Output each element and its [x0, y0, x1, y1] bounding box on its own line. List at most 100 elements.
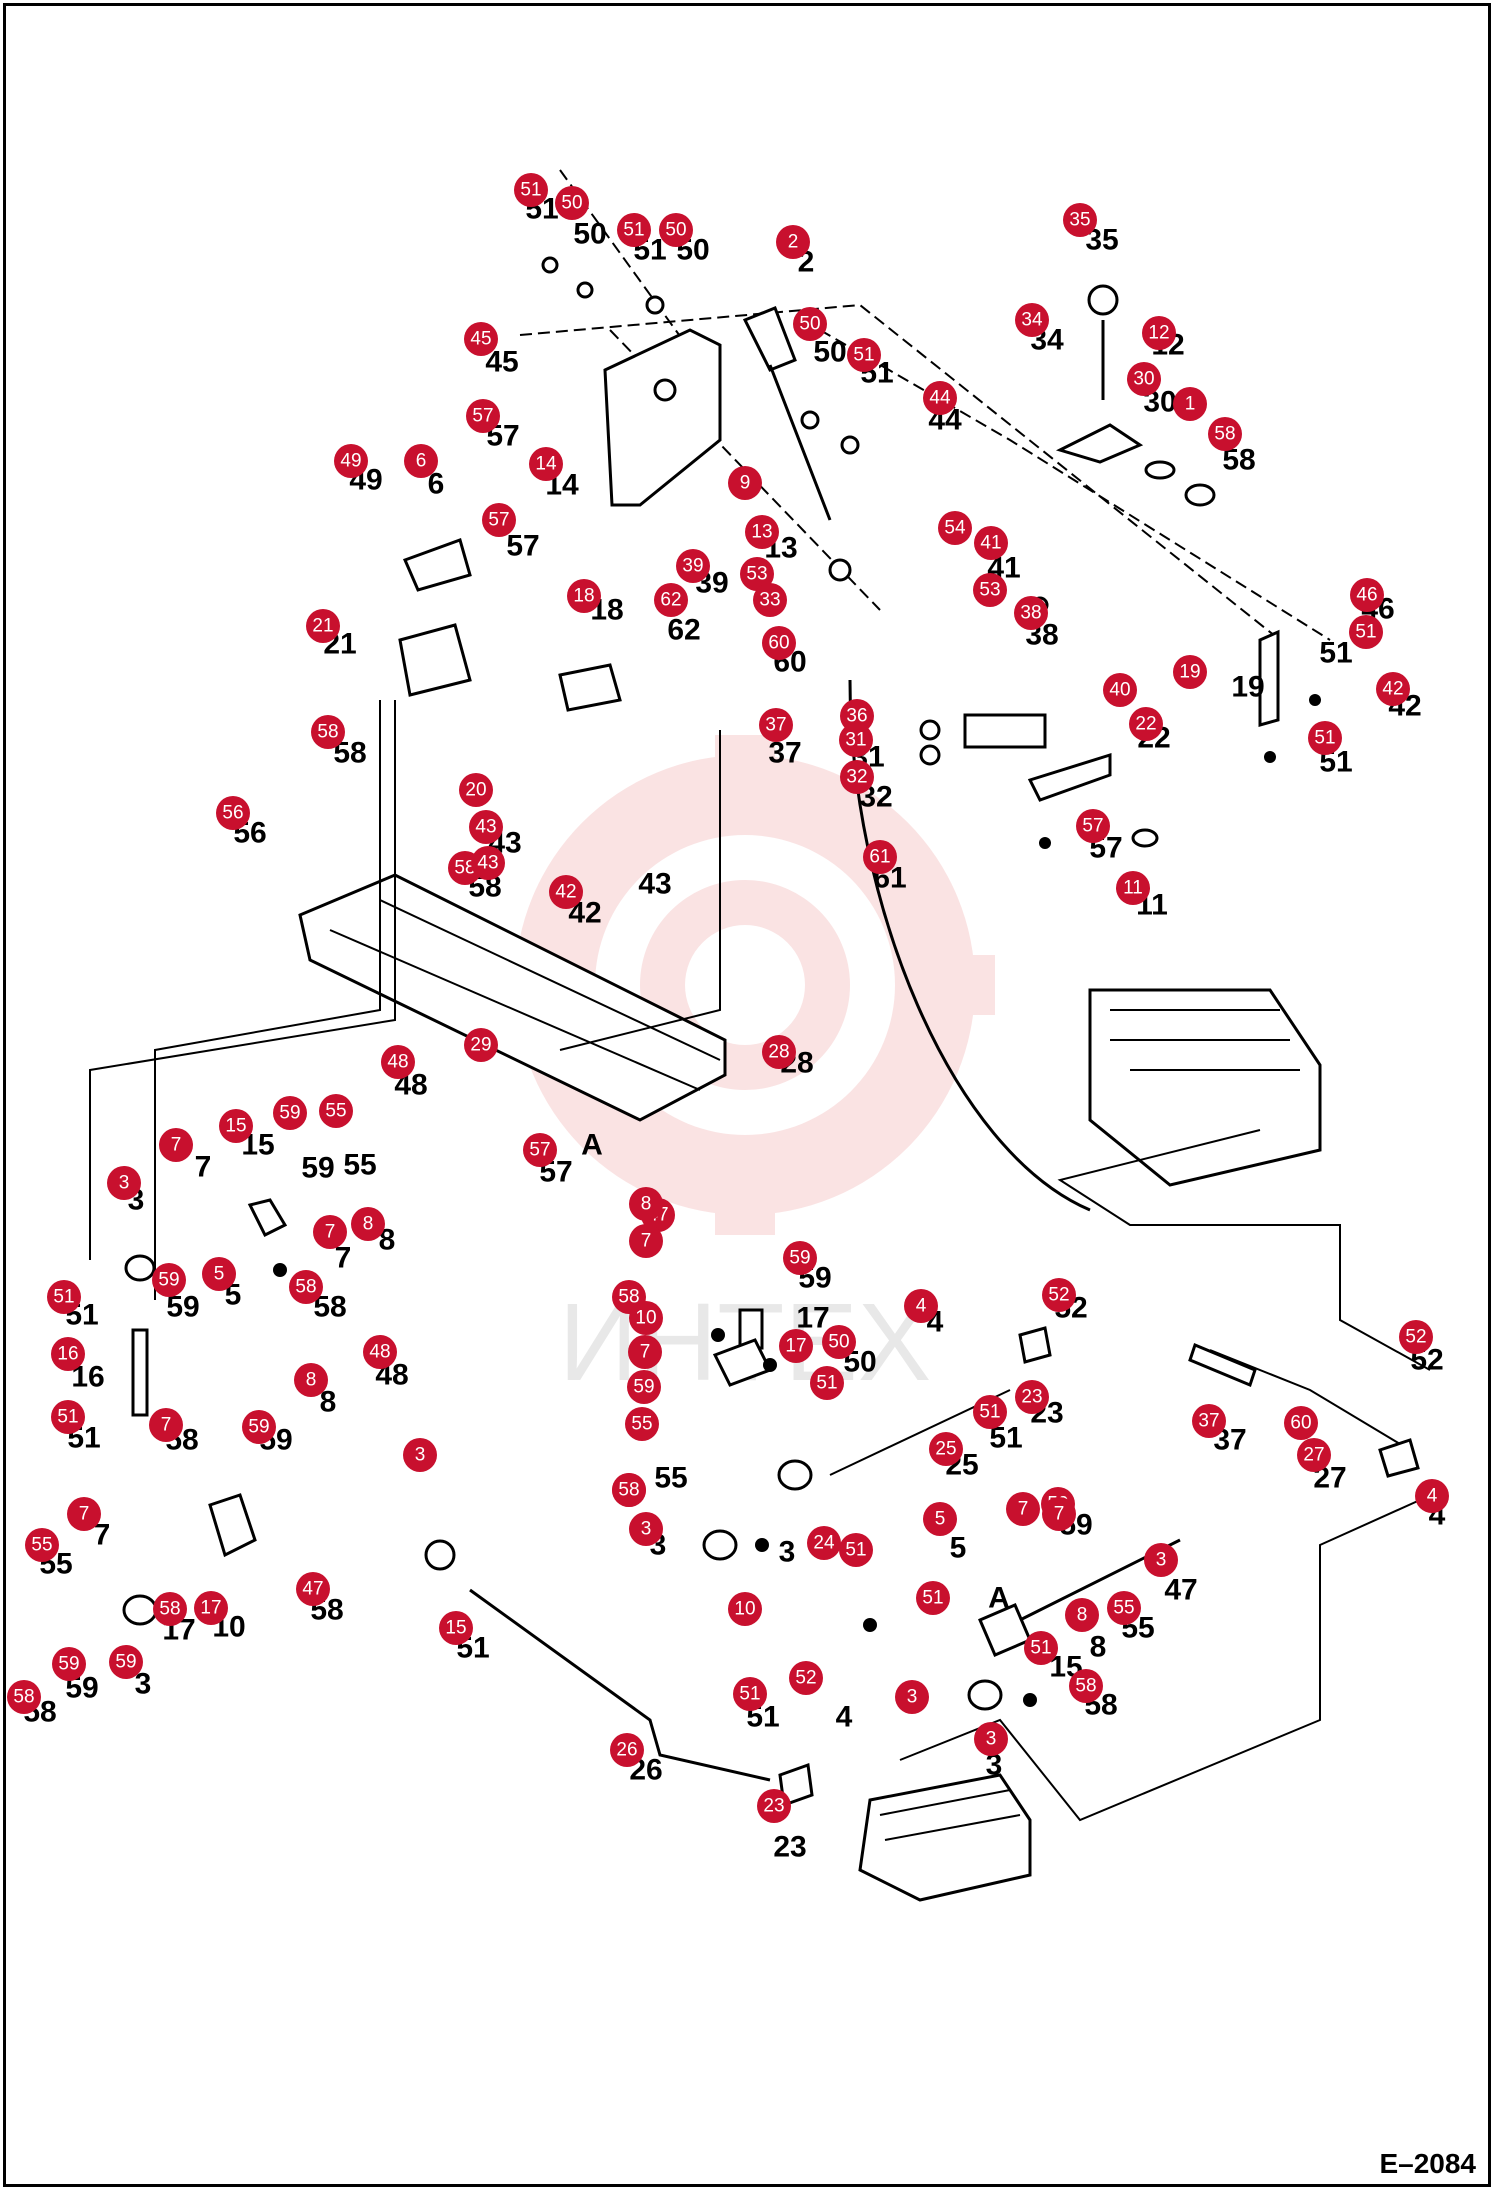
callout-number: 52 [1048, 1285, 1069, 1306]
callout-badge: 3 [895, 1680, 929, 1714]
callout-number: 31 [845, 730, 866, 751]
callout-circle [311, 715, 345, 749]
callout-circle [676, 549, 710, 583]
callout-circle [109, 1645, 143, 1679]
callout-number: 23 [1021, 1387, 1042, 1408]
callout-circle [216, 796, 250, 830]
callout-circle [839, 723, 873, 757]
callout-number: 58 [295, 1277, 316, 1298]
callout-circle [728, 466, 762, 500]
callout-number: 59 [158, 1270, 179, 1291]
callout-circle [549, 875, 583, 909]
callout-number: 17 [785, 1336, 806, 1357]
callout-badge: 51 [514, 173, 548, 207]
callout-circle [863, 840, 897, 874]
callout-circle [1042, 1497, 1076, 1531]
callout-number: 59 [248, 1417, 269, 1438]
callout-circle [847, 338, 881, 372]
callout-number: 36 [846, 706, 867, 727]
callout-circle [810, 1366, 844, 1400]
callout-badge: 39 [676, 549, 710, 583]
callout-number: 51 [816, 1373, 837, 1394]
callout-number: 15 [225, 1116, 246, 1137]
callout-badge: 31 [839, 723, 873, 757]
callout-badge: 21 [306, 609, 340, 643]
callout-number: 6 [416, 451, 427, 472]
callout-number: 51 [520, 180, 541, 201]
callout-number: 60 [768, 633, 789, 654]
callout-badge: 51 [916, 1581, 950, 1615]
callout-number: 25 [935, 1439, 956, 1460]
callout-number: 58 [618, 1480, 639, 1501]
part-label: 3 [986, 1749, 1003, 1782]
callout-number: 59 [279, 1103, 300, 1124]
callout-badge: 58 [289, 1270, 323, 1304]
callout-circle [25, 1528, 59, 1562]
callout-circle [471, 846, 505, 880]
part-label: 19 [1231, 671, 1264, 704]
callout-number: 1 [1185, 394, 1196, 415]
callout-number: 7 [79, 1504, 90, 1525]
callout-badge: 37 [759, 708, 793, 742]
callout-number: 52 [1405, 1327, 1426, 1348]
callout-badge: 28 [762, 1035, 796, 1069]
callout-badge: 3 [974, 1722, 1008, 1756]
callout-badge: 3 [107, 1166, 141, 1200]
callout-number: 20 [465, 780, 486, 801]
callout-badge: 25 [929, 1432, 963, 1466]
callout-badge: 7 [159, 1128, 193, 1162]
callout-circle [152, 1263, 186, 1297]
callout-number: 55 [325, 1101, 346, 1122]
part-label: A [581, 1129, 603, 1162]
callout-circle [1127, 362, 1161, 396]
part-label: 23 [773, 1831, 806, 1864]
callout-badge: 42 [1376, 672, 1410, 706]
callout-circle [1308, 721, 1342, 755]
callout-badge: 35 [1063, 203, 1097, 237]
callout-circle [1006, 1492, 1040, 1526]
callout-circle [807, 1526, 841, 1560]
callout-circle [351, 1207, 385, 1241]
callout-circle [839, 1533, 873, 1567]
callout-circle [194, 1591, 228, 1625]
callout-number: 43 [475, 817, 496, 838]
callout-number: 53 [746, 564, 767, 585]
callout-number: 57 [1082, 816, 1103, 837]
callout-circle [159, 1128, 193, 1162]
callout-circle [1284, 1406, 1318, 1440]
callout-badge: 3 [403, 1438, 437, 1472]
part-label: 47 [1164, 1574, 1197, 1607]
callout-badge: 10 [728, 1592, 762, 1626]
callout-circle [107, 1166, 141, 1200]
callout-badge: 60 [1284, 1406, 1318, 1440]
part-label: 50 [573, 218, 606, 251]
callout-number: 8 [641, 1194, 652, 1215]
callout-badge: 59 [109, 1645, 143, 1679]
part-label: 37 [768, 737, 801, 770]
callout-badge: 57 [482, 503, 516, 537]
callout-badge: 58 [7, 1680, 41, 1714]
callout-number: 44 [929, 388, 951, 409]
callout-badge: 7 [149, 1408, 183, 1442]
callout-badge: 7 [628, 1335, 662, 1369]
callout-number: 40 [1109, 680, 1130, 701]
callout-circle [1144, 1543, 1178, 1577]
callout-circle [67, 1497, 101, 1531]
callout-circle [776, 225, 810, 259]
callout-badge: 49 [334, 444, 368, 478]
callout-number: 46 [1356, 585, 1377, 606]
callout-circle [1065, 1598, 1099, 1632]
part-label: 59 [301, 1152, 334, 1185]
callout-badge: 15 [439, 1611, 473, 1645]
callout-number: 7 [325, 1222, 336, 1243]
callout-number: 3 [907, 1687, 918, 1708]
callout-circle [779, 1329, 813, 1363]
callout-number: 58 [454, 858, 475, 879]
callout-circle [740, 557, 774, 591]
callout-circle [1173, 655, 1207, 689]
callout-circle [464, 1028, 498, 1062]
callout-circle [459, 773, 493, 807]
callout-circle [904, 1289, 938, 1323]
callout-number: 51 [853, 345, 874, 366]
callout-circle [973, 573, 1007, 607]
